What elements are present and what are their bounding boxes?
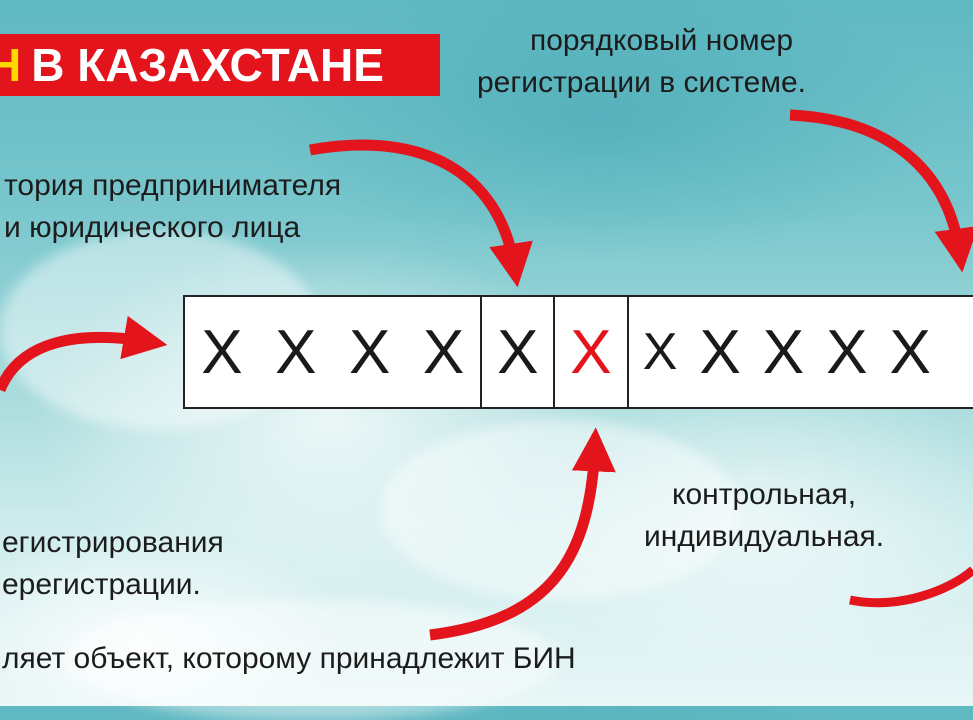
arrow-to-control — [849, 566, 973, 608]
label-category: тория предпринимателя и юридического лиц… — [4, 169, 342, 244]
arrow-to-type-digit — [309, 139, 533, 288]
code-char: X — [348, 317, 391, 387]
label-registration-number: порядковый номер регистрации в системе. — [477, 24, 806, 99]
bin-code-box: X X X X X X X X X X X — [183, 295, 973, 409]
code-segment-type: X — [480, 297, 553, 407]
code-char: X — [422, 317, 465, 387]
arrow-to-number — [789, 109, 973, 273]
code-char: X — [699, 317, 741, 387]
code-segment-number: X X X X X — [626, 297, 973, 407]
code-char-highlight: X — [570, 317, 612, 387]
label-registration-date: егистрирования ерегистрации. — [2, 526, 224, 601]
arrow-to-date — [0, 315, 168, 393]
code-char: X — [201, 317, 243, 387]
code-segment-highlight: X — [553, 297, 627, 407]
code-char: X — [762, 317, 805, 387]
code-char: X — [642, 323, 678, 381]
code-char: X — [497, 317, 539, 387]
code-char: X — [889, 317, 931, 387]
arrow-to-highlight — [429, 427, 616, 641]
label-object: ляет объект, которому принадлежит БИН — [2, 642, 576, 675]
code-char: X — [275, 317, 317, 387]
title-accent: Н — [0, 39, 22, 91]
title-banner: Н В КАЗАХСТАНЕ — [0, 34, 440, 96]
label-control: контрольная, индивидуальная. — [644, 478, 885, 553]
code-segment-category: X X X X — [185, 297, 480, 407]
title-text: В КАЗАХСТАНЕ — [31, 39, 384, 91]
code-char: X — [826, 317, 868, 387]
